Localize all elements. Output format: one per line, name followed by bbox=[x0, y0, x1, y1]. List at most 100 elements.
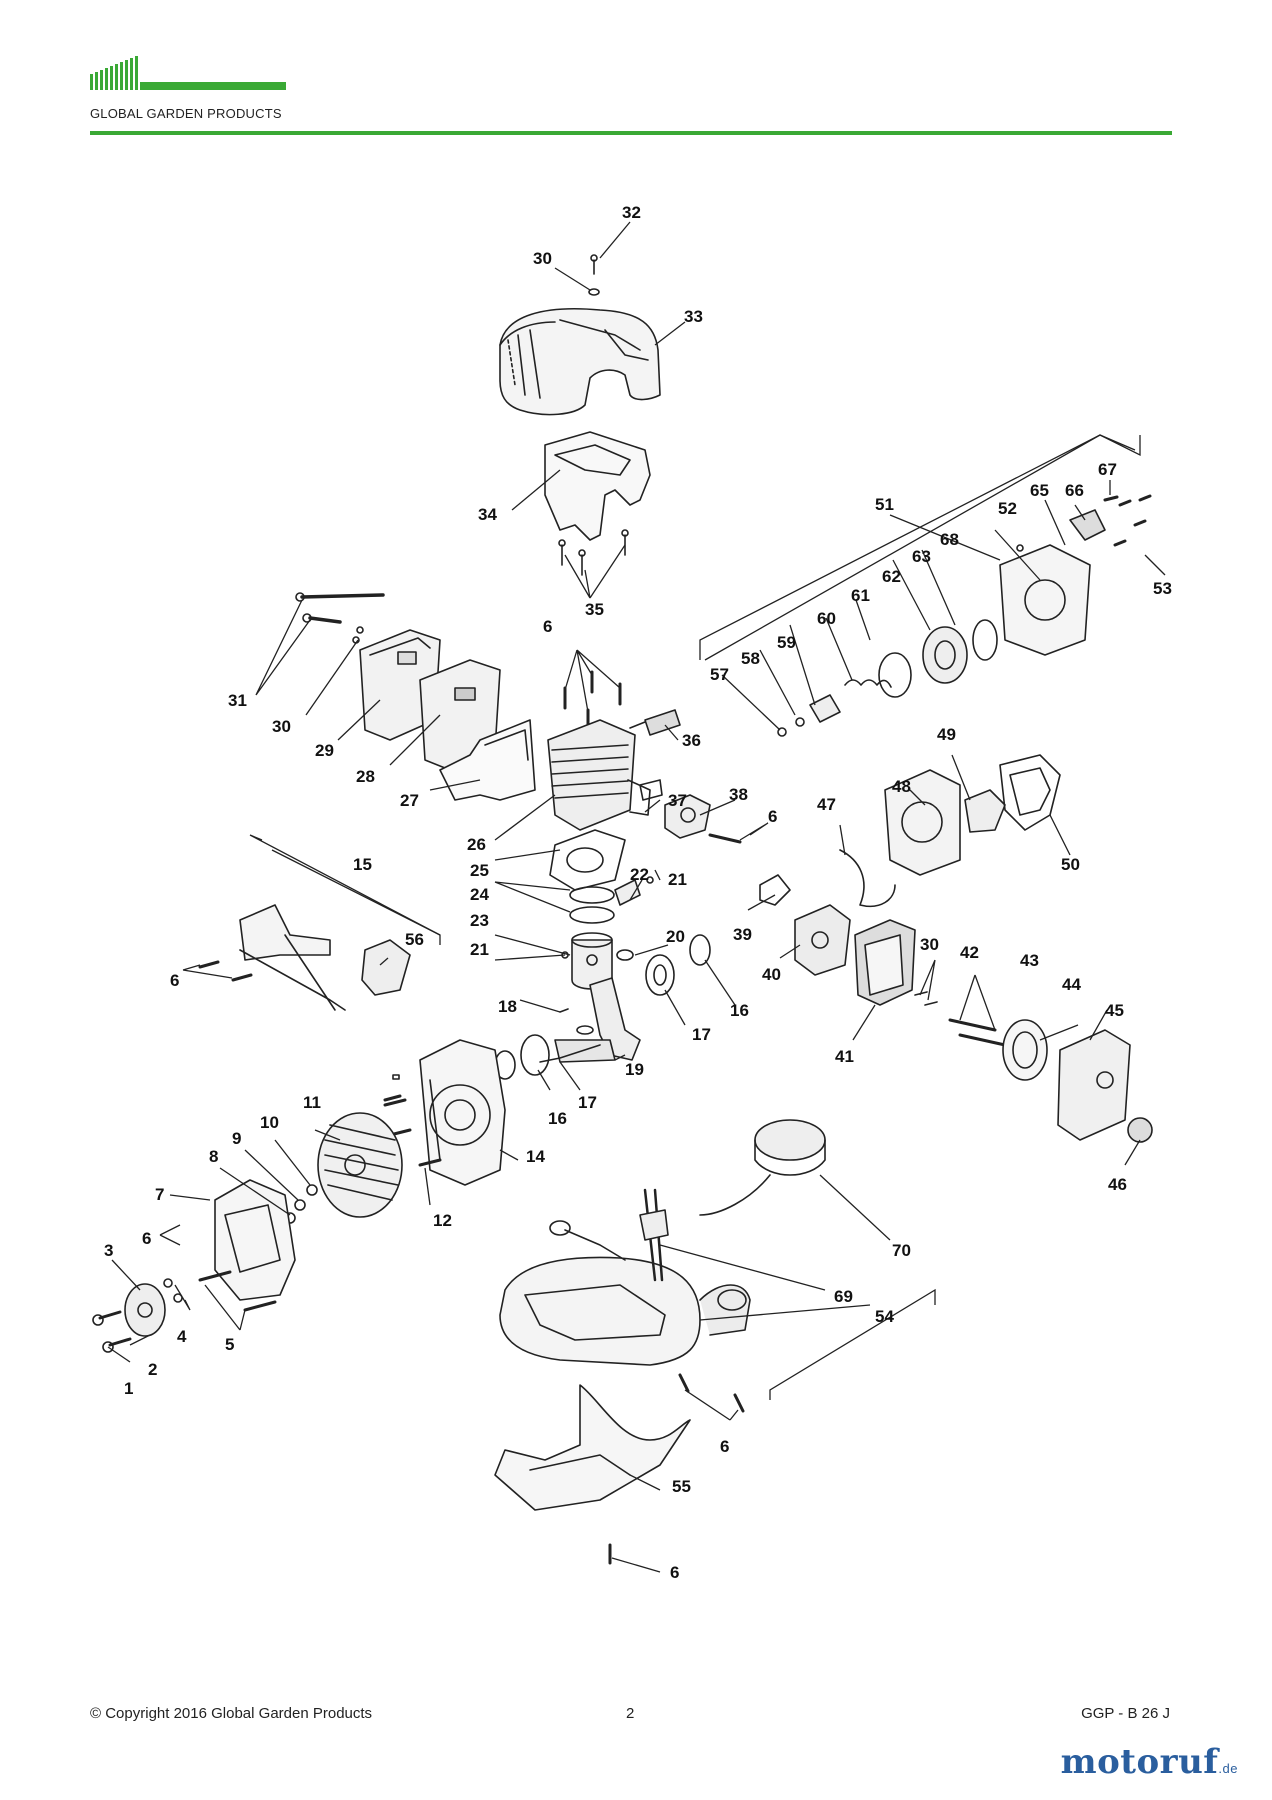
part-filter-44 bbox=[1002, 1019, 1048, 1081]
part-coil-bolts bbox=[198, 960, 253, 982]
callout-17: 17 bbox=[692, 1025, 711, 1044]
callout-38: 38 bbox=[729, 785, 748, 804]
callout-7: 7 bbox=[155, 1185, 164, 1204]
callout-6: 6 bbox=[543, 617, 552, 636]
callout-40: 40 bbox=[762, 965, 781, 984]
callout-49: 49 bbox=[937, 725, 956, 744]
callout-8: 8 bbox=[209, 1147, 218, 1166]
part-knob-46 bbox=[1127, 1117, 1153, 1143]
part-nuts bbox=[284, 1184, 318, 1224]
part-bracket-49 bbox=[964, 789, 1006, 833]
part-gasket-50 bbox=[999, 754, 1061, 831]
part-fuel-tank-54 bbox=[499, 1256, 751, 1366]
callout-66: 66 bbox=[1065, 481, 1084, 500]
part-cylinder-26 bbox=[547, 719, 651, 831]
part-piston-rings bbox=[569, 886, 615, 924]
callout-63: 63 bbox=[912, 547, 931, 566]
part-screws-5 bbox=[163, 1270, 277, 1312]
part-engine-cover bbox=[499, 307, 661, 416]
callout-34: 34 bbox=[478, 505, 497, 524]
callout-36: 36 bbox=[682, 731, 701, 750]
callout-37: 37 bbox=[668, 791, 687, 810]
callout-4: 4 bbox=[177, 1327, 187, 1346]
callout-30: 30 bbox=[920, 935, 939, 954]
callout-6: 6 bbox=[670, 1563, 679, 1582]
callout-30: 30 bbox=[533, 249, 552, 268]
callout-17: 17 bbox=[578, 1093, 597, 1112]
brand-name: GLOBAL GARDEN PRODUCTS bbox=[90, 106, 282, 121]
part-piston-pin bbox=[561, 876, 654, 961]
part-tank-bolts bbox=[608, 1373, 745, 1565]
callout-70: 70 bbox=[892, 1241, 911, 1260]
callout-53: 53 bbox=[1153, 579, 1172, 598]
callout-1: 1 bbox=[124, 1379, 133, 1398]
watermark-tld: .de bbox=[1218, 1761, 1238, 1776]
part-air-filter-base-41 bbox=[854, 919, 916, 1006]
callout-2: 2 bbox=[148, 1360, 157, 1379]
callout-6: 6 bbox=[720, 1437, 729, 1456]
part-starter-assembly bbox=[777, 494, 1152, 737]
callout-19: 19 bbox=[625, 1060, 644, 1079]
callout-16: 16 bbox=[548, 1109, 567, 1128]
callout-48: 48 bbox=[892, 777, 911, 796]
part-crankshaft-19 bbox=[539, 977, 641, 1063]
callout-23: 23 bbox=[470, 911, 489, 930]
callout-5: 5 bbox=[225, 1335, 234, 1354]
part-carburetor-40 bbox=[794, 904, 851, 976]
callout-21: 21 bbox=[668, 870, 687, 889]
part-screws-35 bbox=[558, 529, 629, 576]
callout-10: 10 bbox=[260, 1113, 279, 1132]
callout-44: 44 bbox=[1062, 975, 1081, 994]
callout-30: 30 bbox=[272, 717, 291, 736]
part-fan-housing-7 bbox=[214, 1179, 296, 1301]
footer-page-number: 2 bbox=[626, 1705, 635, 1722]
callout-labels: 32 30 33 34 35 51 67 65 66 52 68 63 53 6… bbox=[104, 203, 1172, 1582]
part-fuel-cap-70 bbox=[699, 1119, 826, 1216]
callout-20: 20 bbox=[666, 927, 685, 946]
part-clutch-3 bbox=[92, 1283, 166, 1353]
callout-46: 46 bbox=[1108, 1175, 1127, 1194]
callout-6: 6 bbox=[170, 971, 179, 990]
callout-28: 28 bbox=[356, 767, 375, 786]
callout-6: 6 bbox=[142, 1229, 151, 1248]
callout-27: 27 bbox=[400, 791, 419, 810]
callout-26: 26 bbox=[467, 835, 486, 854]
watermark-brand: motoruf bbox=[1060, 1742, 1219, 1782]
callout-67: 67 bbox=[1098, 460, 1117, 479]
part-muffler-shield-27 bbox=[439, 719, 536, 801]
part-intake-38 bbox=[639, 779, 791, 906]
callout-35: 35 bbox=[585, 600, 604, 619]
callout-59: 59 bbox=[777, 633, 796, 652]
part-fuel-lines-69 bbox=[549, 1188, 669, 1282]
callout-65: 65 bbox=[1030, 481, 1049, 500]
callout-56: 56 bbox=[405, 930, 424, 949]
callout-50: 50 bbox=[1061, 855, 1080, 874]
callout-58: 58 bbox=[741, 649, 760, 668]
part-crankcase-14 bbox=[419, 1039, 506, 1186]
callout-33: 33 bbox=[684, 307, 703, 326]
part-bolts-31 bbox=[295, 592, 385, 644]
callout-14: 14 bbox=[526, 1147, 545, 1166]
part-ignition-coil-15 bbox=[239, 904, 346, 1011]
callout-45: 45 bbox=[1105, 1001, 1124, 1020]
callout-52: 52 bbox=[998, 499, 1017, 518]
part-inner-shroud bbox=[544, 431, 651, 541]
part-cover-56 bbox=[361, 939, 411, 996]
leader-lines bbox=[107, 221, 1166, 1573]
callout-16: 16 bbox=[730, 1001, 749, 1020]
callout-32: 32 bbox=[622, 203, 641, 222]
callout-15: 15 bbox=[353, 855, 372, 874]
footer-copyright: © Copyright 2016 Global Garden Products bbox=[90, 1705, 373, 1722]
callout-60: 60 bbox=[817, 609, 836, 628]
callout-57: 57 bbox=[710, 665, 729, 684]
part-cylinder-bolts bbox=[563, 670, 622, 730]
watermark[interactable]: motoruf.de bbox=[1061, 1742, 1238, 1782]
ggp-logo bbox=[90, 54, 286, 124]
callout-43: 43 bbox=[1020, 951, 1039, 970]
part-spark-plug-36 bbox=[629, 709, 681, 736]
part-filter-cover-45 bbox=[1057, 1029, 1131, 1141]
callout-39: 39 bbox=[733, 925, 752, 944]
callout-21: 21 bbox=[470, 940, 489, 959]
part-top-screw bbox=[588, 254, 600, 296]
